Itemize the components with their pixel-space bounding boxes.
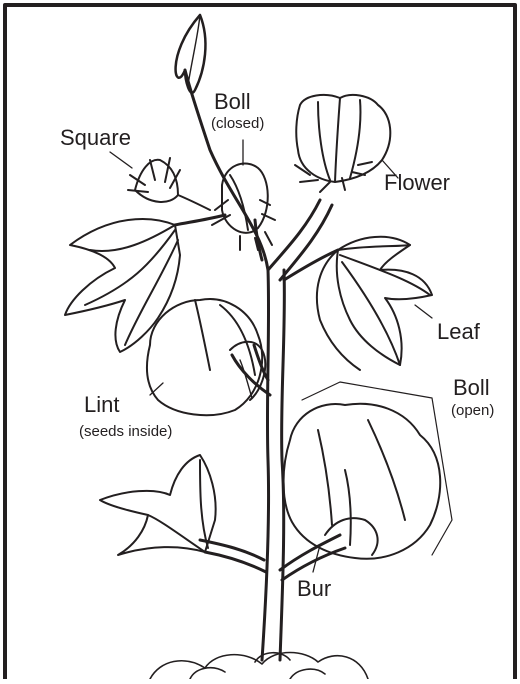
label-boll-open: Boll <box>453 377 490 399</box>
label-lint-note: (seeds inside) <box>79 424 172 439</box>
label-flower: Flower <box>384 172 450 194</box>
label-square: Square <box>60 127 131 149</box>
label-boll-open-note: (open) <box>451 403 494 418</box>
label-lint: Lint <box>84 394 119 416</box>
label-leaf: Leaf <box>437 321 480 343</box>
label-boll-closed-note: (closed) <box>211 116 264 131</box>
label-boll-closed: Boll <box>214 91 251 113</box>
label-bur: Bur <box>297 578 331 600</box>
